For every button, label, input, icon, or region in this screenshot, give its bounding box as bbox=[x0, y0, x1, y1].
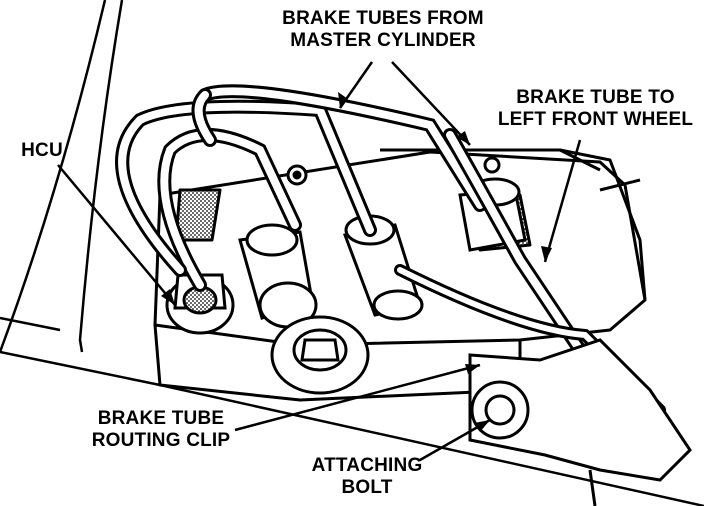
label-attaching-bolt: ATTACHING BOLT bbox=[292, 455, 442, 499]
label-line: MASTER CYLINDER bbox=[290, 30, 476, 51]
label-brake-tube-routing-clip: BRAKE TUBE ROUTING CLIP bbox=[86, 408, 236, 452]
label-line: ATTACHING bbox=[311, 455, 423, 476]
label-line: ROUTING CLIP bbox=[91, 430, 231, 451]
mounting-bracket bbox=[468, 338, 692, 506]
label-line: HCU bbox=[21, 140, 63, 161]
leader-arrows bbox=[161, 92, 552, 432]
label-line: BOLT bbox=[341, 477, 393, 498]
label-line: LEFT FRONT WHEEL bbox=[497, 109, 694, 130]
fitting-2 bbox=[238, 223, 318, 329]
label-line: BRAKE TUBE bbox=[97, 408, 225, 429]
label-brake-tubes-from-master-cylinder: BRAKE TUBES FROM MASTER CYLINDER bbox=[268, 8, 498, 52]
label-line: BRAKE TUBES FROM bbox=[282, 8, 484, 29]
fitting-hcu-left bbox=[165, 273, 235, 335]
routing-clip-assembly bbox=[270, 315, 370, 395]
label-line: BRAKE TUBE TO bbox=[516, 87, 675, 108]
label-hcu: HCU bbox=[12, 140, 72, 162]
label-brake-tube-to-left-front-wheel: BRAKE TUBE TO LEFT FRONT WHEEL bbox=[493, 87, 698, 131]
brake-tubes bbox=[115, 84, 667, 477]
